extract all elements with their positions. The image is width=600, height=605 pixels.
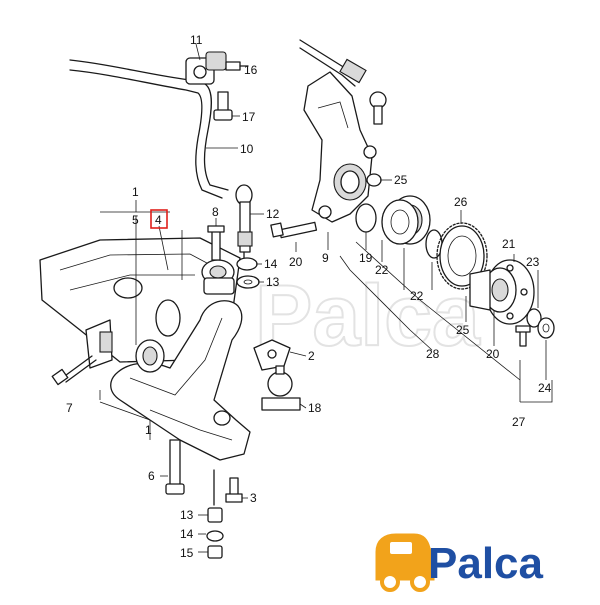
callout-16: 16 xyxy=(244,63,258,77)
leader-lines xyxy=(99,43,553,553)
callout-6: 6 xyxy=(148,469,155,483)
callout-1: 1 xyxy=(132,185,139,199)
callout-28: 28 xyxy=(426,347,440,361)
steering-knuckle xyxy=(303,71,377,223)
highlight-box xyxy=(150,209,168,229)
wheel-hub xyxy=(469,259,535,325)
stack-13-14-15 xyxy=(206,469,224,559)
tie-rod xyxy=(299,39,387,125)
screw-25 xyxy=(366,173,382,187)
abs-ring xyxy=(436,222,488,290)
callout-labels: 11 16 17 10 1 5 4 8 12 14 13 2 7 18 1 6 … xyxy=(66,33,552,560)
callout-13: 13 xyxy=(266,275,280,289)
callout-14: 14 xyxy=(264,257,278,271)
callout-13b: 13 xyxy=(180,508,194,522)
callout-3: 3 xyxy=(250,491,257,505)
washer-13 xyxy=(236,275,260,289)
stabilizer-clamp xyxy=(185,51,227,85)
callout-21: 21 xyxy=(502,237,516,251)
callout-9: 9 xyxy=(322,251,329,265)
callout-7: 7 xyxy=(66,401,73,415)
callout-22b: 22 xyxy=(410,289,424,303)
wheel-bearing xyxy=(381,195,431,245)
callout-8: 8 xyxy=(212,205,219,219)
nut-24 xyxy=(537,317,555,339)
callout-26: 26 xyxy=(454,195,468,209)
ball-joint xyxy=(261,365,301,411)
callout-22a: 22 xyxy=(375,263,389,277)
stabilizer-link xyxy=(235,184,253,263)
callout-4: 4 xyxy=(155,213,162,227)
rear-bushing xyxy=(201,259,235,295)
circlip-19 xyxy=(355,203,377,233)
callout-5: 5 xyxy=(132,213,139,227)
bolt-20 xyxy=(270,221,318,239)
watermark: Palca xyxy=(255,268,481,364)
callout-20a: 20 xyxy=(289,255,303,269)
palca-logo: Palca xyxy=(375,533,544,592)
callout-15: 15 xyxy=(180,546,194,560)
callout-25b: 25 xyxy=(456,323,470,337)
bolt-17 xyxy=(213,91,233,121)
callout-2: 2 xyxy=(308,349,315,363)
callout-17: 17 xyxy=(242,110,256,124)
callout-14b: 14 xyxy=(180,527,194,541)
callout-10: 10 xyxy=(240,142,254,156)
callout-12: 12 xyxy=(266,207,280,221)
stabilizer-bar xyxy=(69,59,229,199)
callout-24: 24 xyxy=(538,381,552,395)
bolt-3 xyxy=(225,477,243,503)
callout-23: 23 xyxy=(526,255,540,269)
callout-1b: 1 xyxy=(145,423,152,437)
callout-18: 18 xyxy=(308,401,322,415)
callout-20b: 20 xyxy=(486,347,500,361)
callout-27: 27 xyxy=(512,415,526,429)
bolt-7 xyxy=(51,355,97,386)
control-arm xyxy=(110,300,251,461)
callout-11: 11 xyxy=(190,33,203,47)
callout-25a: 25 xyxy=(394,173,408,187)
washer-23 xyxy=(526,308,542,328)
callout-19: 19 xyxy=(359,251,373,265)
truck-icon xyxy=(375,533,435,581)
logo-text: Palca xyxy=(428,539,544,588)
bolt-6 xyxy=(165,439,185,495)
bolt-20b xyxy=(515,325,531,347)
nut-14 xyxy=(236,257,258,271)
ball-joint-bracket xyxy=(253,339,291,371)
